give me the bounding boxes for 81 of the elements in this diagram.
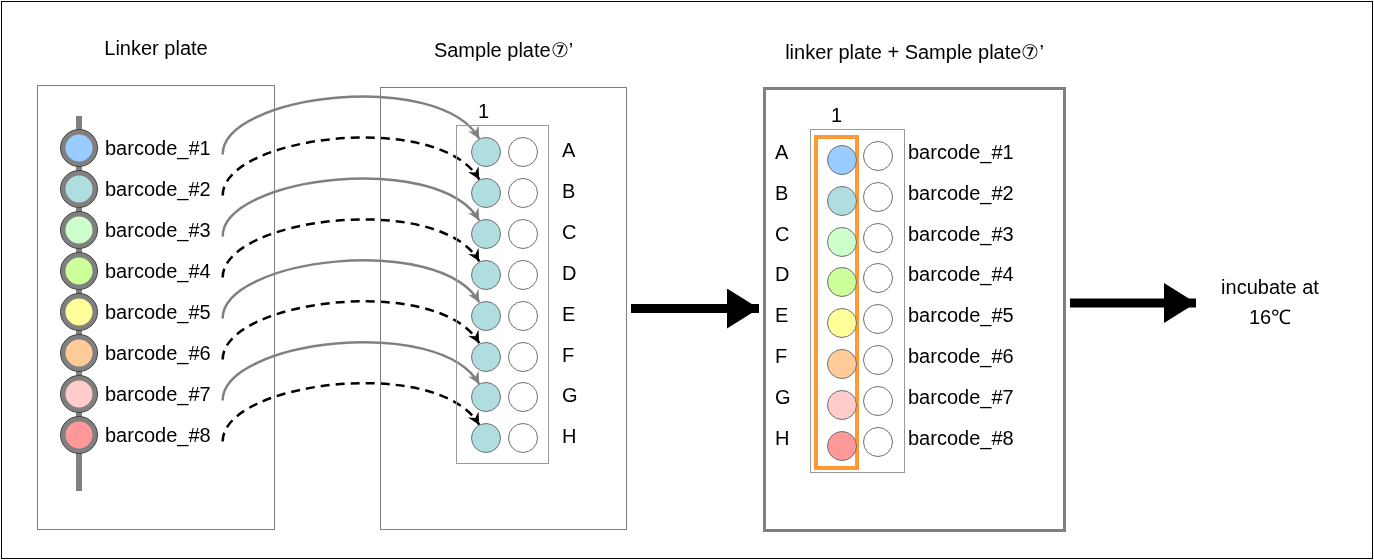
barcode-label: barcode_#3	[105, 218, 211, 242]
well	[863, 426, 893, 457]
row-letter: D	[775, 262, 790, 287]
row-letter: E	[775, 303, 789, 328]
well	[508, 177, 538, 208]
well	[508, 423, 538, 454]
arrow	[221, 381, 481, 442]
column-number: 1	[831, 103, 843, 127]
barcode-label: barcode_#4	[908, 262, 1014, 287]
well	[471, 137, 501, 167]
barcode-label: barcode_#8	[105, 423, 211, 447]
barcode-label: barcode_#6	[105, 341, 211, 365]
arrow	[221, 177, 481, 237]
well	[508, 218, 538, 249]
arrow	[221, 136, 481, 196]
well	[508, 382, 538, 413]
well	[827, 226, 857, 257]
row-letter: H	[775, 425, 790, 450]
well	[508, 259, 538, 290]
barcode-label: barcode_#2	[105, 177, 211, 201]
well	[827, 145, 857, 175]
plate-title: Sample plate⑦’	[432, 38, 575, 62]
well	[863, 141, 893, 171]
well	[471, 423, 501, 454]
arrow	[631, 288, 759, 329]
barcode-label: barcode_#5	[908, 303, 1014, 328]
well	[863, 304, 893, 335]
column-highlight	[814, 135, 859, 470]
column-number: 1	[478, 99, 490, 123]
barcode-label: barcode_#1	[908, 140, 1014, 164]
incubation-step-label: incubate at 16℃	[1220, 275, 1320, 330]
well	[508, 300, 538, 331]
barcode-label: barcode_#4	[105, 259, 211, 283]
well	[827, 267, 857, 298]
well	[827, 389, 857, 420]
row-letter: H	[562, 424, 577, 449]
arrow	[221, 95, 481, 155]
row-letter: B	[562, 178, 576, 203]
well	[508, 341, 538, 372]
barcode-label: barcode_#7	[105, 382, 211, 406]
arrow	[221, 341, 481, 401]
well	[827, 308, 857, 339]
row-letter: F	[562, 342, 575, 367]
row-letter: G	[775, 384, 791, 409]
well	[471, 259, 501, 290]
barcode-label: barcode_#2	[908, 180, 1014, 205]
well	[471, 300, 501, 331]
well	[471, 382, 501, 413]
arrow	[1070, 283, 1196, 323]
well	[827, 349, 857, 379]
row-letter: A	[562, 138, 576, 162]
barcode-label: barcode_#8	[908, 425, 1014, 450]
well	[471, 218, 501, 249]
well	[471, 341, 501, 372]
well	[863, 181, 893, 212]
arrow	[221, 300, 481, 360]
barcode-label: barcode_#5	[105, 300, 211, 324]
row-letter: D	[562, 260, 577, 285]
barcode-label: barcode_#7	[908, 384, 1014, 409]
well	[863, 385, 893, 416]
row-letter: F	[775, 344, 788, 368]
arrow	[221, 218, 481, 278]
row-letter: B	[775, 180, 789, 205]
row-letter: G	[562, 383, 578, 408]
barcode-label: barcode_#3	[908, 221, 1014, 246]
well	[508, 137, 538, 167]
barcode-label: barcode_#1	[105, 136, 211, 160]
row-letter: C	[562, 219, 577, 244]
well	[863, 345, 893, 375]
plate-title: linker plate + Sample plate⑦’	[784, 40, 1045, 64]
well	[827, 430, 857, 461]
barcode-label: barcode_#6	[908, 344, 1014, 368]
well	[827, 185, 857, 216]
row-letter: C	[775, 221, 790, 246]
arrow	[221, 259, 481, 319]
row-letter: E	[562, 301, 576, 326]
row-letter: A	[775, 140, 789, 164]
well	[471, 177, 501, 208]
plate-title: Linker plate	[103, 36, 209, 60]
well	[863, 263, 893, 294]
well	[863, 222, 893, 253]
